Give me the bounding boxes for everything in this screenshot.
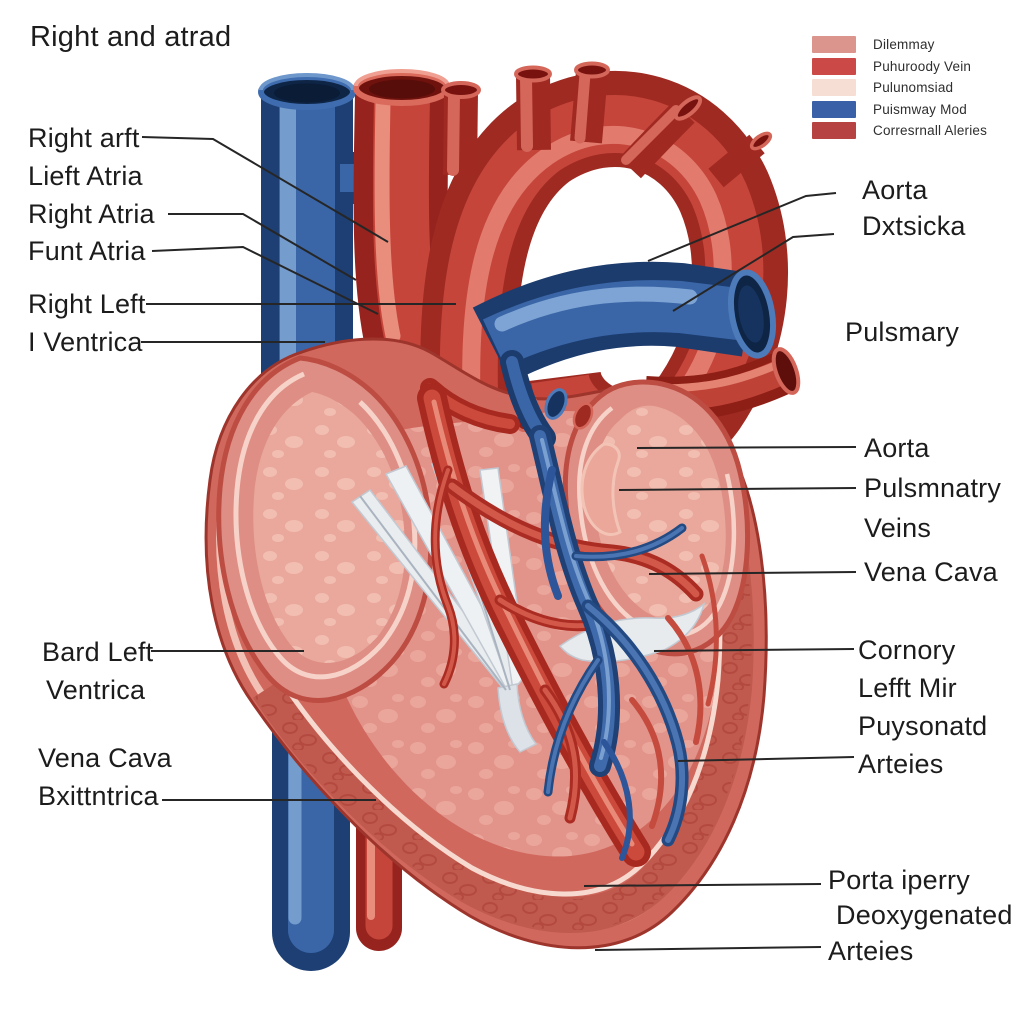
label-cornory: Cornory: [858, 635, 956, 665]
legend-label-2: Puhuroody Vein: [873, 58, 972, 74]
label-bard-left: Bard Left: [42, 637, 154, 667]
legend-swatch-3: [812, 79, 856, 96]
label-pulsmnatry: Pulsmnatry: [864, 473, 1002, 503]
left-atrium: [216, 355, 434, 703]
label-aorta-mid: Aorta: [864, 433, 930, 463]
label-right-atria: Right Atria: [28, 199, 155, 229]
label-vena-cava: Vena Cava: [38, 743, 172, 773]
legend-label-3: Pulunomsiad: [873, 80, 954, 95]
legend-label-1: Dilemmay: [873, 37, 935, 52]
legend-label-5: Corresrnall Aleries: [873, 123, 988, 138]
legend-row-5: Corresrnall Aleries: [812, 122, 987, 139]
label-pulsmary: Pulsmary: [845, 317, 960, 347]
label-deoxygenated: Deoxygenated: [836, 900, 1013, 930]
legend-row-4: Puismway Mod: [812, 100, 987, 118]
legend-swatch-5: [812, 122, 856, 139]
label-porta-iperry: Porta iperry: [828, 865, 970, 895]
legend-swatch-4: [812, 100, 856, 118]
label-lefft-mir: Lefft Mir: [858, 673, 957, 703]
label-ventrica: Ventrica: [46, 675, 146, 705]
legend-row-3: Pulunomsiad: [812, 79, 987, 96]
legend-label-4: Puismway Mod: [873, 101, 967, 117]
right-atrium: [562, 379, 751, 657]
label-funt-atria: Funt Atria: [28, 236, 146, 266]
page-title: Right and atrad: [30, 21, 232, 53]
aortic-arch-branches: [441, 61, 773, 188]
cardiac-vein-tree: [500, 350, 689, 861]
label-right-arft: Right arft: [28, 123, 140, 153]
heart-body: [204, 337, 768, 950]
label-puysonatd: Puysonatd: [858, 711, 988, 741]
label-right-left: Right Left: [28, 289, 146, 319]
label-veins: Veins: [864, 513, 932, 543]
legend-swatch-1: [812, 36, 856, 53]
label-dxtsicka: Dxtsicka: [862, 211, 966, 241]
label-i-ventrica: I Ventrica: [28, 327, 143, 357]
label-vena-cava-right: Vena Cava: [864, 557, 998, 587]
legend-row-1: Dilemmay: [812, 36, 987, 53]
legend-row-2: Puhuroody Vein: [812, 57, 987, 75]
legend-swatch-2: [812, 57, 856, 75]
label-bxittntrica: Bxittntrica: [38, 781, 159, 811]
label-arteies-2: Arteies: [828, 936, 914, 966]
coronary-artery-tree: [417, 378, 719, 867]
label-lieft-atria: Lieft Atria: [28, 161, 143, 191]
legend: Dilemmay Puhuroody Vein Pulunomsiad Puis…: [812, 36, 987, 139]
label-arteies-1: Arteies: [858, 749, 944, 779]
leader-lines: [141, 136, 857, 951]
label-aorta-top: Aorta: [862, 175, 928, 205]
pulmonary-artery-blue: [472, 261, 777, 383]
